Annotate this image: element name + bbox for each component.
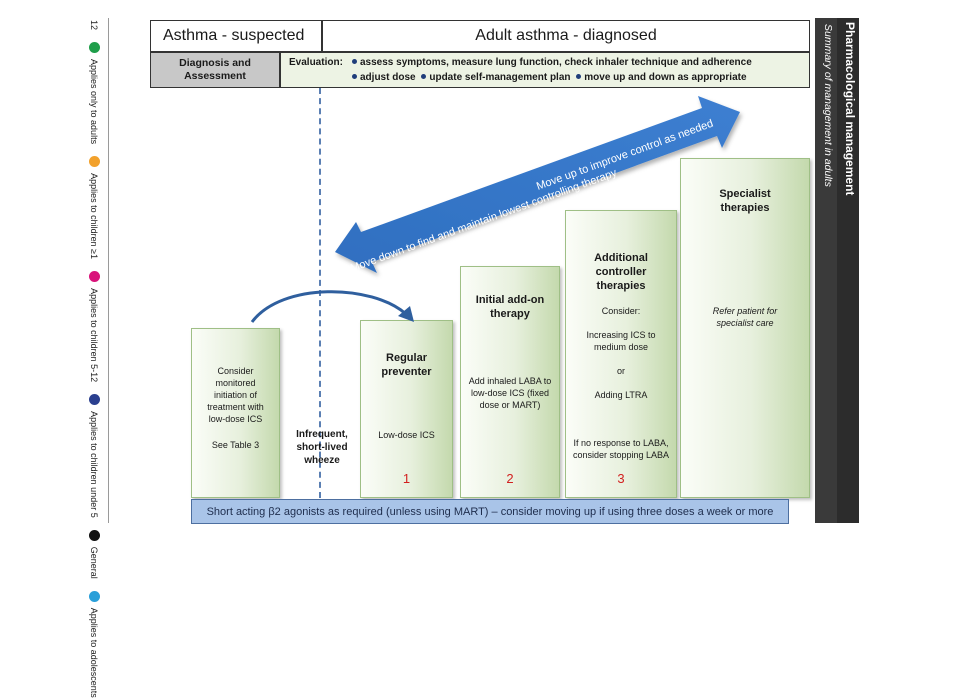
initial-treatment-ref: See Table 3	[211, 440, 260, 450]
evaluation-line-2: adjust dose update self-management plan …	[349, 72, 747, 83]
header-suspected: Asthma - suspected	[150, 20, 322, 52]
step-number: 1	[402, 471, 411, 486]
step-note: If no response to LABA, consider stoppin…	[572, 438, 670, 460]
bullet-icon	[576, 74, 582, 80]
evaluation-point: move up and down as appropriate	[584, 72, 747, 83]
evaluation-box: Evaluation: assess symptoms, measure lun…	[280, 52, 810, 88]
step-consider: Consider:	[601, 306, 641, 316]
step-title: Additional controller therapies	[594, 252, 648, 292]
evaluation-point: update self-management plan	[429, 72, 571, 83]
step-option-2: Adding LTRA	[594, 390, 648, 400]
step-text: Add inhaled LABA to low-dose ICS (fixed …	[468, 376, 552, 410]
step-number: 2	[506, 471, 514, 486]
wheeze-label: Infrequent, short-lived wheeze	[296, 429, 348, 466]
header-diagnosed: Adult asthma - diagnosed	[322, 20, 810, 52]
side-subtitle: Summary of management in adults	[822, 24, 834, 187]
legend-item-adolescents: Applies to adolescents	[89, 607, 100, 698]
legend-divider	[108, 18, 109, 523]
step-3-additional-controller: Additional controller therapies Consider…	[565, 210, 677, 498]
blue-dot-icon	[89, 590, 100, 602]
step-title: Initial add-on therapy	[475, 294, 545, 320]
bullet-icon	[352, 59, 357, 65]
arrows-overlay: Move up to improve control as needed Mov…	[250, 96, 740, 323]
bullet-icon	[421, 74, 427, 80]
arrow-down-text: Move down to find and maintain lowest co…	[349, 167, 619, 275]
step-1-regular-preventer: Regular preventer Low-dose ICS 1	[360, 320, 453, 498]
evaluation-point: adjust dose	[360, 72, 416, 83]
step-or: or	[616, 366, 625, 376]
side-subtitle-bar	[815, 18, 837, 523]
evaluation-label: Evaluation:	[289, 57, 343, 68]
double-arrow-icon	[335, 96, 740, 273]
step-title: Specialist therapies	[719, 188, 771, 214]
initial-treatment-box: Consider monitored initiation of treatme…	[191, 328, 280, 498]
side-title-bar	[837, 18, 859, 523]
step-text: Refer patient for specialist care	[712, 306, 778, 328]
step-2-initial-add-on: Initial add-on therapy Add inhaled LABA …	[460, 266, 560, 498]
initial-treatment-text: Consider monitored initiation of treatme…	[207, 366, 264, 424]
bullet-icon	[352, 74, 357, 80]
evaluation-point: assess symptoms, measure lung function, …	[360, 57, 752, 68]
curved-arrow-head-icon	[398, 306, 414, 322]
legend-item-general: General	[89, 546, 100, 579]
side-title: Pharmacological management	[843, 22, 857, 196]
step-4-specialist: Specialist therapies Refer patient for s…	[680, 158, 810, 498]
step-title: Regular preventer	[381, 352, 432, 378]
step-number: 3	[617, 471, 625, 486]
arrow-up-text: Move up to improve control as needed	[535, 118, 715, 193]
step-option-1: Increasing ICS to medium dose	[586, 330, 656, 352]
curved-arrow-icon	[250, 290, 407, 323]
saba-bar: Short acting β2 agonists as required (un…	[191, 499, 789, 524]
diagnosis-assessment-label: Diagnosis and Assessment	[150, 52, 280, 88]
step-text: Low-dose ICS	[378, 430, 435, 440]
evaluation-line-1: assess symptoms, measure lung function, …	[349, 57, 752, 68]
